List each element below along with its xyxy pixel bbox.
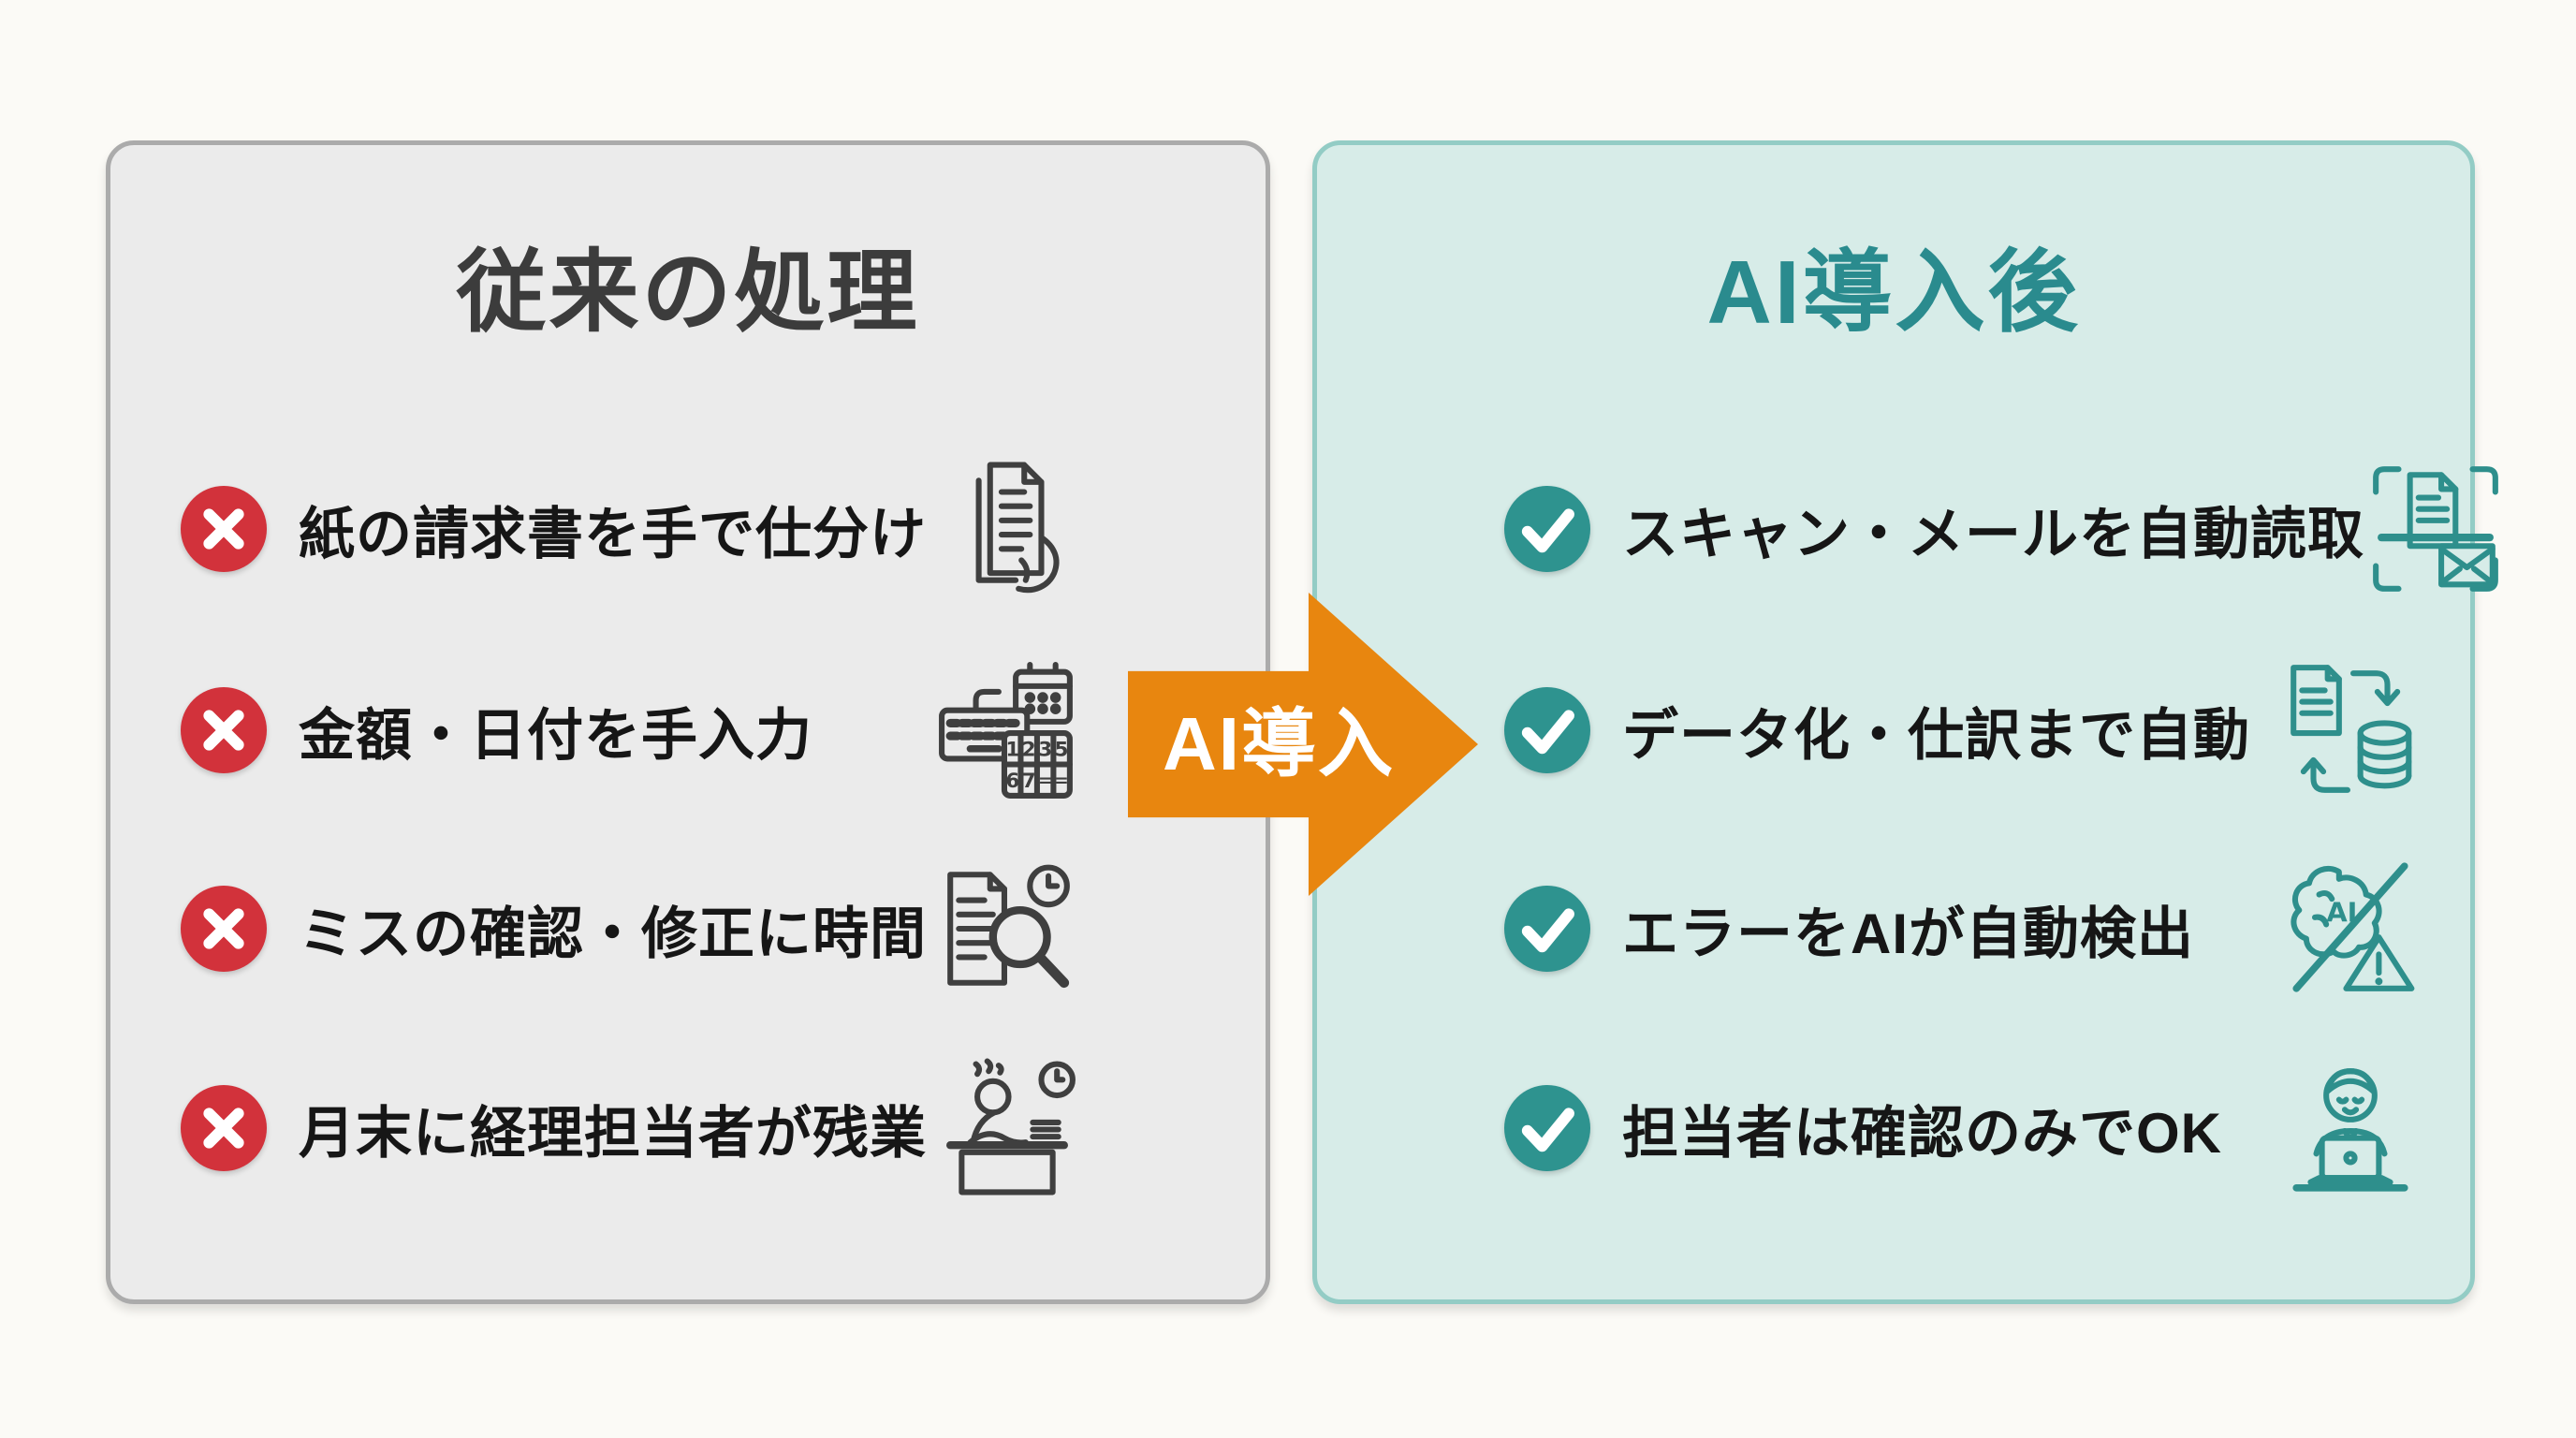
svg-text:6: 6: [1005, 770, 1019, 793]
cross-badge: [181, 486, 267, 572]
svg-text:1: 1: [1005, 738, 1019, 761]
cross-badge: [181, 1085, 267, 1171]
check-badge: [1504, 886, 1590, 972]
data-sync-icon: [2279, 659, 2422, 801]
cross-icon: [203, 1108, 244, 1149]
check-icon: [1521, 508, 1574, 553]
list-item-label: データ化・仕訳まで自動: [1622, 703, 2250, 767]
arrow-label: AI導入: [1163, 702, 1395, 785]
list-item: スキャン・メールを自動読取: [1317, 440, 2498, 618]
check-badge: [1504, 1085, 1590, 1171]
cross-badge: [181, 886, 267, 972]
svg-text:2: 2: [1022, 738, 1036, 761]
overtime-worker-icon: [936, 1057, 1078, 1199]
svg-text:=: =: [1054, 770, 1068, 790]
cross-badge: [181, 687, 267, 773]
check-badge: [1504, 687, 1590, 773]
cross-icon: [203, 508, 244, 550]
list-item: 紙の請求書を手で仕分け: [110, 440, 1266, 618]
list-item-label: エラーをAIが自動検出: [1622, 902, 2194, 965]
error-check-time-icon: [936, 858, 1078, 1000]
list-item: 金額・日付を手入力: [110, 641, 1266, 819]
svg-text:5: 5: [1055, 738, 1069, 761]
list-item: データ化・仕訳まで自動: [1317, 641, 2470, 819]
list-item: ミスの確認・修正に時間: [110, 840, 1266, 1018]
check-badge: [1504, 486, 1590, 572]
list-item: 月末に経理担当者が残業: [110, 1039, 1266, 1217]
check-icon: [1521, 710, 1574, 755]
list-item: 担当者は確認のみでOK: [1317, 1039, 2470, 1217]
list-item-label: スキャン・メールを自動読取: [1622, 502, 2364, 565]
cross-icon: [203, 710, 244, 751]
check-icon: [1521, 908, 1574, 953]
ai-error-detection-icon: AI: [2279, 858, 2422, 1000]
svg-text:=: =: [1038, 770, 1052, 790]
invoice-hand-icon: [936, 458, 1078, 600]
operator-laptop-icon: [2279, 1057, 2422, 1199]
list-item-label: 月末に経理担当者が残業: [299, 1101, 927, 1165]
after-panel-title: AI導入後: [1706, 242, 2081, 343]
scan-mail-icon: [2364, 458, 2507, 600]
list-item: エラーをAIが自動検出 AI: [1317, 840, 2470, 1018]
svg-text:3: 3: [1038, 738, 1052, 761]
check-icon: [1521, 1108, 1574, 1152]
after-panel: AI導入後 スキャン・メールを自動読取: [1312, 140, 2498, 1304]
keyboard-calculator-icon: 1 2 3 5 6 7 = =: [936, 659, 1078, 801]
svg-text:7: 7: [1022, 770, 1036, 793]
list-item-label: 金額・日付を手入力: [299, 703, 812, 767]
cross-icon: [203, 908, 244, 949]
list-item-label: 紙の請求書を手で仕分け: [299, 502, 927, 565]
before-panel: 従来の処理 紙の請求書を手で仕分け: [106, 140, 1270, 1304]
before-panel-title: 従来の処理: [456, 242, 920, 343]
list-item-label: 担当者は確認のみでOK: [1622, 1101, 2222, 1165]
list-item-label: ミスの確認・修正に時間: [299, 902, 927, 965]
